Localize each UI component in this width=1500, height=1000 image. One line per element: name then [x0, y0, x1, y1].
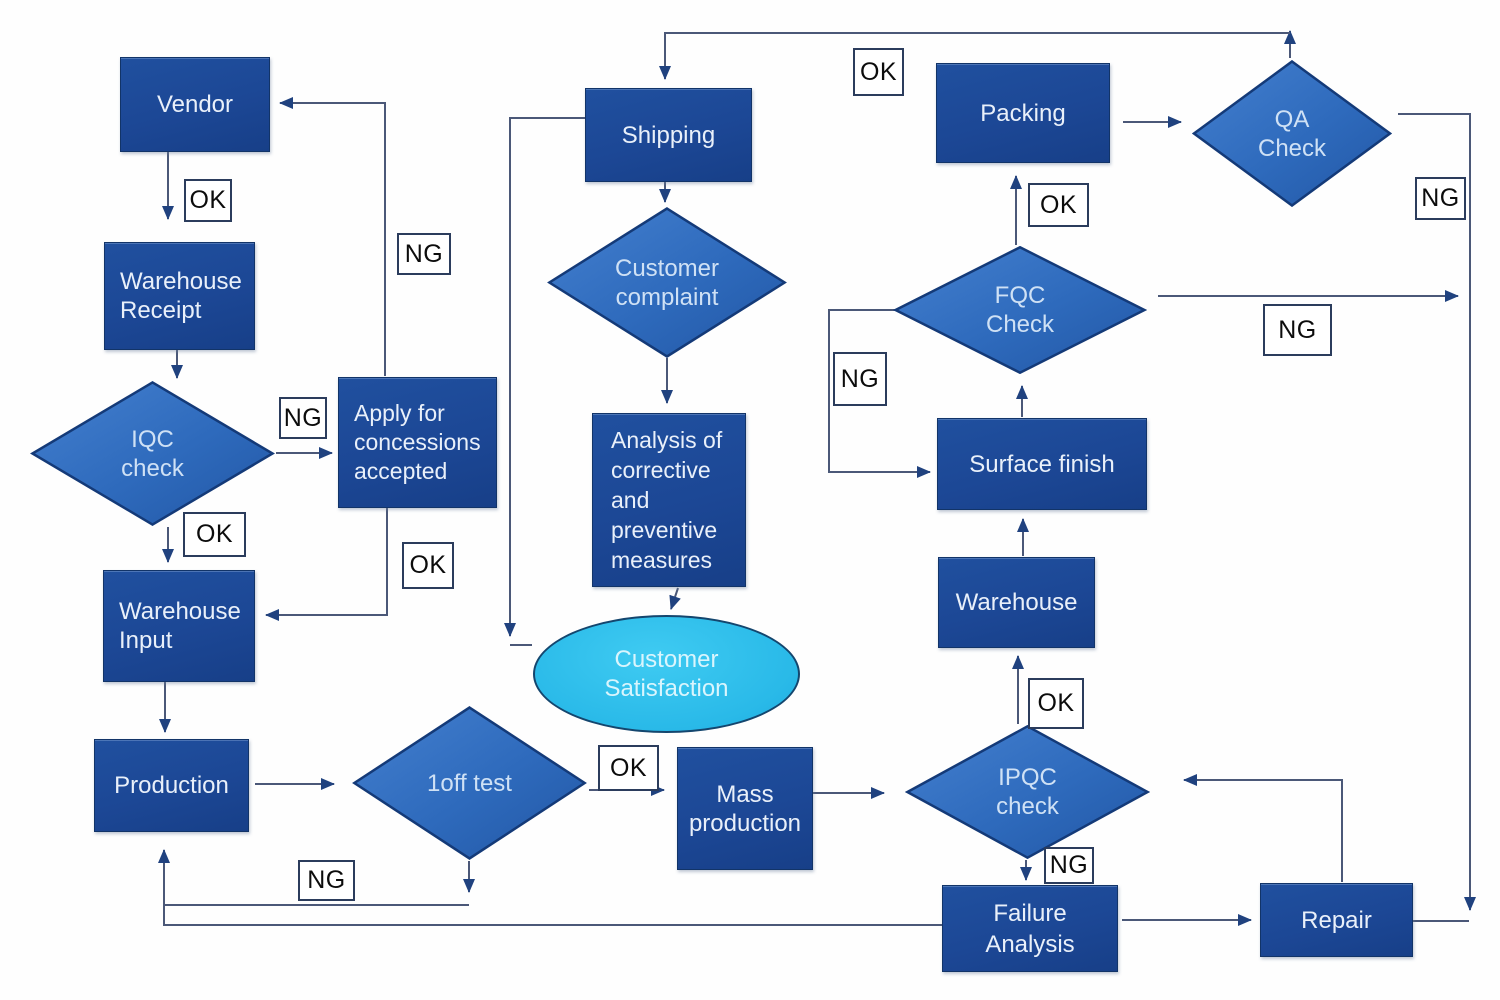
edge-fqc-ng-surface-finish [828, 309, 931, 478]
node-production: Production [94, 739, 249, 832]
edge-analysis-satisfaction [669, 587, 681, 610]
edge-apply-vendor [279, 97, 386, 376]
node-surface-finish: Surface finish [937, 418, 1147, 510]
node-one-off-test: 1off test [352, 706, 587, 860]
edge-repair-ipqc [1183, 774, 1343, 882]
diamond-shape [1192, 60, 1392, 207]
edge-qa-ng-repair [1398, 113, 1476, 911]
node-analysis-measures: Analysis of corrective and preventive me… [592, 413, 746, 587]
edge-label-ng-iqc-apply: NG [279, 397, 327, 439]
edge-label-ok-fqc-packing: OK [1028, 183, 1089, 227]
edge-label-ok-iqc-input: OK [183, 512, 246, 557]
edge-label-ng-ipqc-failure: NG [1044, 847, 1094, 884]
diamond-shape [893, 246, 1147, 374]
node-repair: Repair [1260, 883, 1413, 957]
edge-shipping-satisfaction [504, 117, 586, 637]
edge-label-ok-ipqc-warehouse: OK [1028, 678, 1084, 729]
edge-label-ng-qa-repair: NG [1415, 177, 1466, 220]
node-packing: Packing [936, 63, 1110, 163]
diamond-shape [30, 381, 275, 526]
edge-label-ok-apply-input: OK [402, 542, 454, 589]
node-warehouse: Warehouse [938, 557, 1095, 648]
edge-label-ok-vendor-receipt: OK [184, 179, 232, 222]
edge-label-ng-fqc-repair: NG [1263, 304, 1332, 356]
edge-label-ng-fqc-surface: NG [833, 352, 887, 406]
node-apply-concessions: Apply for concessions accepted [338, 377, 497, 508]
diamond-shape [352, 706, 587, 860]
diamond-shape [547, 207, 787, 358]
edge-label-ok-qa-shipping: OK [853, 48, 904, 96]
node-vendor: Vendor [120, 57, 270, 152]
edge-qa-shipping-return [659, 32, 1290, 80]
edge-label-ok-oneoff-mass: OK [598, 745, 659, 791]
edge-label-ng-oneoff-production: NG [298, 860, 355, 901]
node-shipping: Shipping [585, 88, 752, 182]
edge-label-ng-apply-vendor: NG [397, 233, 451, 275]
edge-apply-warehouse-input [265, 508, 388, 621]
diamond-shape [905, 725, 1150, 859]
edge-failure-analysis-production [158, 849, 942, 926]
